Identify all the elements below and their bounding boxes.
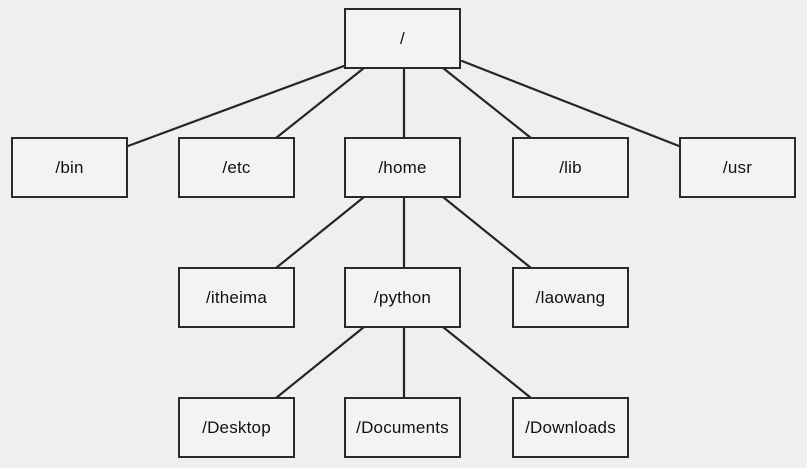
edge-root-etc	[274, 66, 366, 140]
node-lib-label: /lib	[559, 157, 582, 177]
node-home-label: /home	[378, 157, 427, 177]
node-laowang-label: /laowang	[535, 287, 606, 307]
node-downloads-label: /Downloads	[525, 417, 616, 437]
edge-root-lib	[441, 66, 533, 140]
edge-home-itheima	[274, 195, 366, 270]
node-python-label: /python	[373, 287, 432, 307]
node-downloads: /Downloads	[512, 397, 629, 458]
edge-root-bin	[126, 64, 346, 148]
node-desktop: /Desktop	[178, 397, 295, 458]
edge-home-laowang	[441, 195, 533, 270]
node-root: /	[344, 8, 461, 69]
edge-python-downloads	[441, 325, 533, 400]
node-usr-label: /usr	[722, 157, 753, 177]
node-documents: /Documents	[344, 397, 461, 458]
node-usr: /usr	[679, 137, 796, 198]
node-desktop-label: /Desktop	[202, 417, 271, 437]
node-etc-label: /etc	[222, 157, 251, 177]
edge-root-usr	[460, 59, 681, 148]
node-itheima-label: /itheima	[205, 287, 268, 307]
node-bin: /bin	[11, 137, 128, 198]
node-bin-label: /bin	[55, 157, 84, 177]
node-root-label: /	[400, 28, 405, 48]
node-etc: /etc	[178, 137, 295, 198]
node-python: /python	[344, 267, 461, 328]
edge-python-desktop	[274, 325, 366, 400]
node-laowang: /laowang	[512, 267, 629, 328]
node-lib: /lib	[512, 137, 629, 198]
node-documents-label: /Documents	[356, 417, 449, 437]
node-home: /home	[344, 137, 461, 198]
node-itheima: /itheima	[178, 267, 295, 328]
